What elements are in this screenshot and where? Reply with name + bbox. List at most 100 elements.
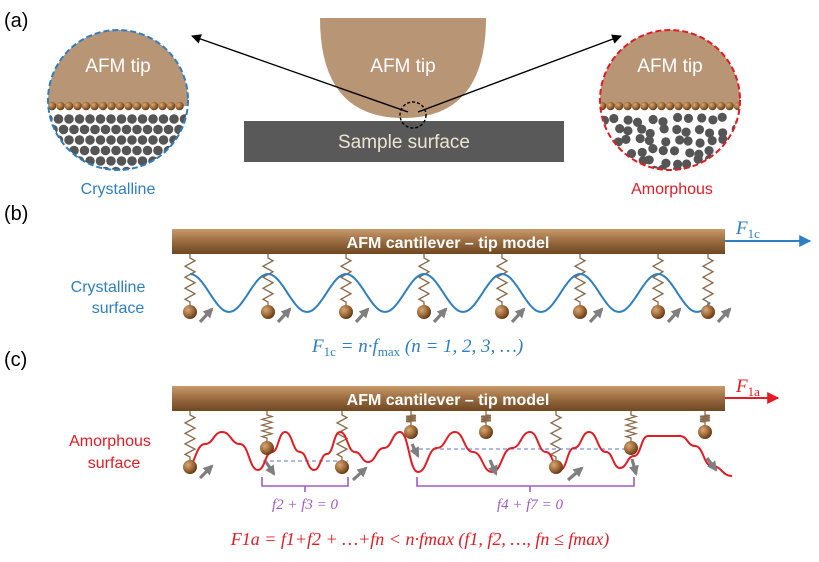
crystalline-label: Crystalline	[81, 181, 156, 198]
lattice-atom	[116, 156, 127, 166]
amorphous-atom	[645, 128, 655, 139]
amorphous-atom	[672, 124, 682, 135]
tip-atom	[674, 101, 683, 111]
zoom-arrow-right	[417, 34, 622, 113]
amorphous-atom	[620, 167, 631, 170]
right-tip-text: AFM tip	[637, 56, 702, 77]
amorphous-atom	[695, 138, 705, 148]
tip-balls-b	[183, 305, 715, 319]
crystalline-surface-wave	[189, 272, 711, 313]
lattice-atom	[48, 156, 53, 166]
lattice-atom	[53, 156, 64, 166]
crystalline-zoom	[48, 30, 188, 170]
center-afm-tip	[320, 18, 486, 118]
tip-atom	[682, 101, 692, 111]
amorphous-atom	[658, 146, 668, 156]
lattice-atom	[153, 145, 163, 156]
lattice-atom	[64, 135, 74, 145]
lattice-atom	[111, 124, 121, 135]
tip-atom	[606, 101, 615, 111]
slide-arrow	[566, 466, 584, 482]
force-label-c: F1a	[735, 376, 760, 399]
tip-atom	[665, 101, 675, 111]
amorphous-atom	[733, 134, 740, 144]
spring	[259, 411, 275, 442]
left-tip-text: AFM tip	[85, 56, 150, 77]
lattice-atom	[163, 124, 174, 135]
amorphous-atom	[637, 147, 647, 157]
amorphous-atom	[635, 133, 645, 144]
amorphous-atom	[729, 149, 739, 160]
tip-ball	[651, 305, 665, 319]
amorphous-atom	[659, 124, 669, 134]
lattice-atom	[95, 156, 106, 166]
amorphous-atom	[683, 113, 694, 124]
lattice-atom	[142, 145, 153, 156]
tip-atom	[149, 101, 159, 111]
lattice-atom	[95, 114, 106, 124]
slide-arrows-c	[198, 443, 718, 482]
spring	[701, 254, 715, 306]
amorphous-atom	[661, 137, 671, 147]
springs-c	[183, 411, 711, 461]
tip-ball	[417, 305, 431, 319]
tip-atom	[648, 101, 658, 111]
tip-atom	[600, 101, 607, 111]
tip-atom	[158, 101, 167, 111]
lattice-atom	[132, 145, 142, 156]
lattice-atom	[121, 145, 132, 156]
lattice-atom	[158, 114, 169, 124]
lattice-atom	[116, 135, 127, 145]
spring	[549, 411, 563, 461]
slide-arrow	[264, 461, 276, 476]
spring	[417, 254, 431, 306]
lattice-atom	[142, 166, 153, 170]
amorphous-atom	[669, 146, 680, 156]
lattice-atom	[137, 135, 148, 145]
slide-arrow	[705, 457, 718, 472]
amorphous-atom	[683, 136, 693, 146]
amorphous-surface-label-2: surface	[88, 455, 141, 472]
tip-ball	[404, 425, 418, 439]
amorphous-atom	[672, 165, 682, 170]
lattice-atom	[100, 145, 111, 156]
slide-arrow	[716, 307, 732, 324]
amorphous-atom	[644, 135, 654, 146]
lattice-atom	[74, 135, 85, 145]
amorphous-zoom-border	[599, 29, 741, 171]
lattice-atom	[48, 135, 53, 145]
lattice-atom	[48, 145, 58, 156]
tip-atom	[614, 101, 624, 111]
amorphous-atom	[697, 113, 707, 123]
lattice-atom	[48, 166, 58, 170]
amorphous-atom	[623, 126, 633, 136]
lattice-atom	[116, 114, 127, 124]
amorphous-atom	[675, 135, 685, 145]
tip-atom	[699, 101, 709, 111]
spring	[480, 411, 492, 426]
amorphous-atom	[695, 167, 705, 170]
lattice-atom	[127, 114, 137, 124]
amorphous-atom	[717, 112, 727, 122]
lattice-atom	[121, 124, 132, 135]
amorphous-atom	[704, 146, 714, 156]
amorphous-atom	[718, 128, 728, 138]
lattice-atom	[74, 114, 85, 124]
tip-ball	[261, 305, 275, 319]
lattice-atom	[132, 124, 142, 135]
lattice-atom	[79, 124, 90, 135]
tip-ball	[335, 460, 349, 474]
spring	[651, 254, 665, 306]
lattice-atom	[121, 166, 132, 170]
amorphous-atom	[600, 135, 610, 146]
tip-atom	[124, 101, 133, 111]
lattice-atom	[79, 166, 90, 170]
cantilever-b-text: AFM cantilever – tip model	[347, 235, 550, 252]
contact-zoom-circle	[399, 101, 427, 129]
slide-arrow	[409, 443, 420, 458]
amorphous-atom	[658, 117, 668, 127]
tip-atom	[141, 101, 150, 111]
lattice-atom	[169, 156, 179, 166]
center-tip-text: AFM tip	[370, 56, 435, 77]
